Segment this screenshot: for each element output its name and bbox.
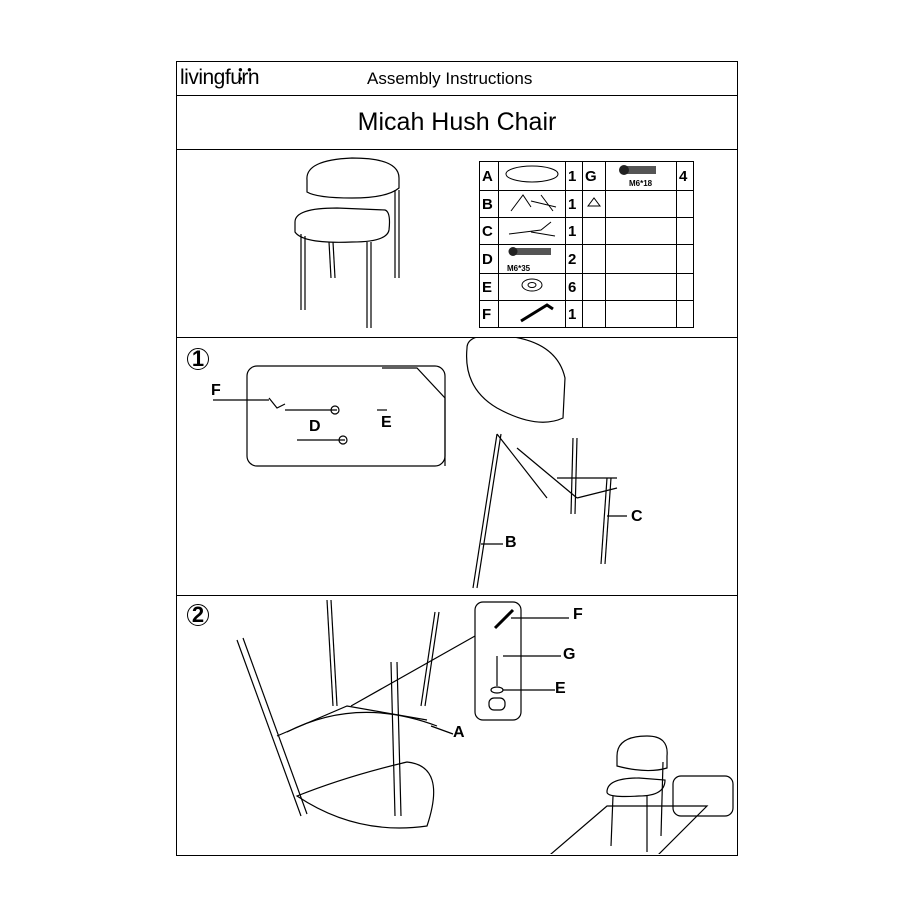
header-row: livingfurn ● ● ● Assembly Instructions — [177, 62, 737, 96]
doc-title: Assembly Instructions — [367, 69, 533, 88]
title-row: Micah Hush Chair — [177, 96, 737, 150]
parts-row-f: F 1 — [479, 300, 694, 328]
callout-e: E — [381, 414, 392, 431]
parts-row-e: E 6 — [479, 273, 694, 301]
callout-b: B — [505, 534, 517, 551]
callout-e: E — [555, 680, 566, 697]
parts-row: A 1 G 4 B 1 C 1 — [177, 150, 737, 338]
callout-d: D — [309, 418, 321, 435]
part-letter: G — [582, 161, 606, 191]
product-name: Micah Hush Chair — [357, 108, 557, 136]
part-letter: A — [479, 161, 499, 191]
parts-table: A 1 G 4 B 1 C 1 — [479, 161, 694, 328]
leg-frame-icon — [498, 217, 566, 245]
part-qty: 1 — [565, 217, 583, 245]
step-number: 1 — [187, 348, 209, 370]
part-qty: 1 — [565, 300, 583, 328]
step-2: 2 — [177, 596, 737, 855]
callout-c: C — [631, 508, 643, 525]
brand-logo: livingfurn ● ● ● — [180, 65, 260, 90]
part-letter: F — [479, 300, 499, 328]
back-frame-icon — [498, 190, 566, 218]
step-number: 2 — [187, 604, 209, 626]
instruction-sheet: livingfurn ● ● ● Assembly Instructions M… — [176, 61, 738, 856]
parts-row-a: A 1 G 4 — [479, 161, 694, 191]
callout-a: A — [453, 724, 465, 741]
allen-key-icon — [498, 300, 566, 328]
step-1: 1 F D — [177, 338, 737, 596]
part-qty: 1 — [565, 190, 583, 218]
seat-part-icon — [498, 161, 566, 191]
bolt-spec-g: M6*18 — [629, 179, 653, 188]
step-2-diagram — [236, 599, 734, 854]
hex-nut-icon — [587, 197, 601, 207]
parts-row-c: C 1 — [479, 217, 694, 245]
part-qty: 4 — [676, 161, 694, 191]
part-qty: 1 — [565, 161, 583, 191]
parts-row-b: B 1 — [479, 190, 694, 218]
part-letter: B — [479, 190, 499, 218]
callout-g: G — [563, 646, 576, 663]
part-letter: D — [479, 244, 499, 274]
brand-name: livingfurn — [180, 66, 260, 89]
callout-f: F — [211, 382, 221, 399]
brand-dots: ● ● ● — [238, 65, 253, 83]
chair-front-icon — [294, 157, 400, 328]
part-letter: C — [479, 217, 499, 245]
step-1-diagram — [213, 338, 627, 589]
part-qty: 6 — [565, 273, 583, 301]
bolt-spec-d: M6*35 — [507, 264, 531, 273]
part-letter: E — [479, 273, 499, 301]
parts-row-d: D 2 — [479, 244, 694, 274]
bolt-icon — [605, 161, 677, 191]
part-qty: 2 — [565, 244, 583, 274]
washer-icon — [498, 273, 566, 301]
callout-f: F — [573, 606, 583, 623]
